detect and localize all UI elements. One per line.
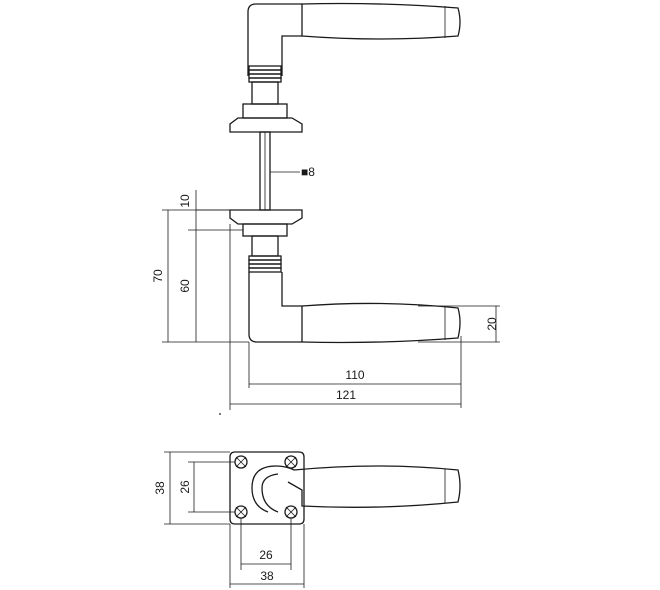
dimension-60-label: 60: [178, 279, 192, 293]
dimension-26-vertical: 26: [178, 461, 235, 513]
front-lever-handle: [251, 465, 461, 513]
upper-rose: [229, 103, 303, 133]
screw-top-left: [234, 455, 248, 469]
spindle: ■8: [259, 131, 315, 211]
dimension-121: 121: [229, 224, 461, 410]
dimension-60: 60: [178, 229, 243, 342]
dimension-20-label: 20: [485, 317, 499, 331]
stray-dot: [219, 413, 221, 415]
lower-lever-handle: [248, 272, 461, 344]
lower-rose: [229, 209, 303, 237]
dimension-38-horizontal: 38: [229, 524, 305, 588]
dimension-38-horizontal-label: 38: [260, 569, 274, 583]
dimension-26-horizontal: 26: [240, 518, 292, 570]
screw-bottom-right: [284, 505, 298, 519]
dimension-38-vertical: 38: [153, 451, 230, 525]
dimension-20: 20: [418, 305, 500, 343]
front-square-rose: [229, 451, 305, 525]
dimension-110-label: 110: [345, 368, 364, 382]
dimension-70: 70: [151, 209, 249, 343]
upper-lever-handle: [247, 2, 461, 76]
screw-top-right: [284, 455, 298, 469]
dimension-38-vertical-label: 38: [153, 481, 167, 495]
spindle-size-label: ■8: [301, 165, 315, 179]
upper-collar-rings: [248, 65, 282, 105]
dimension-110: 110: [248, 336, 462, 408]
dimension-26-horizontal-label: 26: [259, 548, 273, 562]
dimension-26-vertical-label: 26: [178, 480, 192, 494]
screw-bottom-left: [234, 505, 248, 519]
dimension-10-label: 10: [178, 194, 192, 208]
dimension-121-label: 121: [336, 388, 356, 402]
dimension-70-label: 70: [151, 269, 165, 283]
lower-collar-rings: [248, 235, 282, 273]
